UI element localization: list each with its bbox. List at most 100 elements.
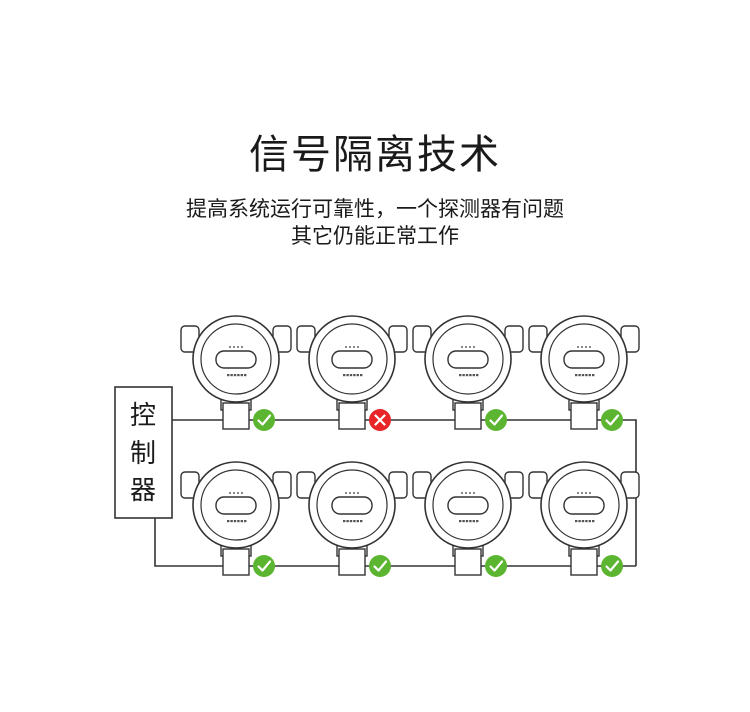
logo-mark xyxy=(353,374,356,377)
indicator-dot xyxy=(577,346,579,348)
check-mark xyxy=(605,414,620,426)
gas-detector xyxy=(296,315,408,431)
gas-detector xyxy=(180,315,292,431)
logo-mark xyxy=(465,520,469,523)
check-icon xyxy=(601,555,623,577)
status-badge xyxy=(485,409,507,431)
logo-mark xyxy=(343,520,346,523)
indicator-dot xyxy=(469,492,471,494)
logo-mark xyxy=(346,520,349,523)
gas-detector xyxy=(412,315,524,431)
logo-mark xyxy=(237,374,240,377)
indicator-dot xyxy=(233,346,235,348)
detector-connector xyxy=(570,548,598,576)
logo-mark xyxy=(233,520,237,523)
logo-mark xyxy=(581,520,585,523)
logo-mark xyxy=(240,520,243,523)
logo-mark xyxy=(360,520,363,523)
controller-box xyxy=(114,386,173,519)
logo-mark xyxy=(472,520,475,523)
bus-line-top xyxy=(172,419,637,566)
logo-mark xyxy=(585,520,588,523)
indicator-dot xyxy=(585,346,587,348)
detector-connector xyxy=(570,402,598,430)
page-title: 信号隔离技术 xyxy=(249,132,501,178)
indicator-dot xyxy=(465,492,467,494)
check-mark xyxy=(605,560,620,572)
gas-detector xyxy=(296,461,408,577)
detector-connector xyxy=(222,402,250,430)
indicator-dot xyxy=(465,346,467,348)
status-badge xyxy=(485,555,507,577)
logo-mark xyxy=(230,374,233,377)
logo-mark xyxy=(227,520,230,523)
indicator-dot xyxy=(589,492,591,494)
status-badge xyxy=(253,555,275,577)
check-mark xyxy=(257,414,272,426)
logo-mark xyxy=(356,520,359,523)
logo-mark xyxy=(244,374,247,377)
detector-display xyxy=(331,496,373,515)
indicator-dot xyxy=(233,492,235,494)
logo-mark xyxy=(240,374,243,377)
logo-mark xyxy=(588,374,591,377)
gas-detector xyxy=(528,461,640,577)
logo-mark xyxy=(592,520,595,523)
logo-mark xyxy=(349,374,353,377)
indicator-dot xyxy=(229,346,231,348)
indicator-dot xyxy=(241,492,243,494)
logo-mark xyxy=(349,520,353,523)
logo-mark xyxy=(575,520,578,523)
detector-display xyxy=(563,350,605,369)
indicator-dot xyxy=(585,492,587,494)
check-mark xyxy=(373,560,388,572)
logo-mark xyxy=(343,374,346,377)
indicator-dot xyxy=(581,346,583,348)
logo-mark xyxy=(237,520,240,523)
check-icon xyxy=(369,555,391,577)
check-mark xyxy=(489,560,504,572)
detectors xyxy=(180,315,640,577)
logo-mark xyxy=(581,374,585,377)
detector-connector xyxy=(338,402,366,430)
indicator-dot xyxy=(353,346,355,348)
detector-connector xyxy=(338,548,366,576)
gas-detector xyxy=(412,461,524,577)
indicator-dot xyxy=(357,346,359,348)
logo-mark xyxy=(472,374,475,377)
logo-mark xyxy=(585,374,588,377)
logo-mark xyxy=(360,374,363,377)
detector-display xyxy=(215,496,257,515)
cross-icon xyxy=(369,409,391,431)
logo-mark xyxy=(465,374,469,377)
check-icon xyxy=(485,555,507,577)
indicator-dot xyxy=(349,492,351,494)
indicator-dot xyxy=(349,346,351,348)
detector-display xyxy=(447,350,489,369)
controller-label-char: 控 xyxy=(130,401,156,431)
logo-mark xyxy=(233,374,237,377)
logo-mark xyxy=(578,520,581,523)
indicator-dot xyxy=(345,492,347,494)
indicator-dot xyxy=(581,492,583,494)
page-subtitle: 提高系统运行可靠性，一个探测器有问题 其它仍能正常工作 xyxy=(0,196,750,250)
check-icon xyxy=(253,409,275,431)
detector-connector xyxy=(222,548,250,576)
cross-mark xyxy=(374,414,386,426)
indicator-dot xyxy=(461,346,463,348)
detector-display xyxy=(447,496,489,515)
indicator-dot xyxy=(473,346,475,348)
controller-label-char: 制 xyxy=(130,439,156,469)
logo-mark xyxy=(459,520,462,523)
logo-mark xyxy=(469,374,472,377)
indicator-dot xyxy=(353,492,355,494)
status-badge xyxy=(369,555,391,577)
detector-connector xyxy=(454,402,482,430)
detector-display xyxy=(563,496,605,515)
indicator-dot xyxy=(237,346,239,348)
check-mark xyxy=(489,414,504,426)
detector-connector xyxy=(454,548,482,576)
gas-detector xyxy=(528,315,640,431)
gas-detector xyxy=(180,461,292,577)
